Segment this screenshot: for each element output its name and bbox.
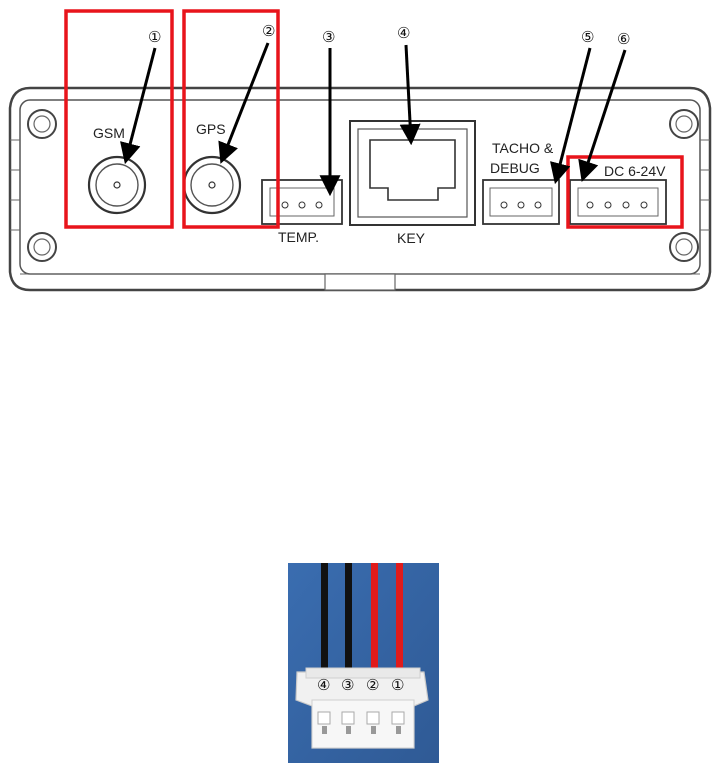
key-rj45-port — [350, 121, 475, 225]
callout-1: ① — [148, 28, 161, 46]
pin-label-3: ③ — [341, 676, 354, 694]
wire-pin-1 — [396, 563, 403, 675]
screw-bottom-left — [28, 233, 56, 261]
gps-antenna-port — [184, 157, 240, 213]
label-gsm: GSM — [93, 125, 125, 141]
tacho-debug-connector — [483, 180, 559, 224]
label-temp: TEMP. — [278, 229, 319, 245]
label-dc: DC 6-24V — [604, 163, 666, 179]
device-front-panel: GSM GPS TEMP. KEY TACHO & DEBUG DC 6-24V — [10, 88, 710, 290]
panel-bottom-slot — [325, 274, 395, 290]
wire-pin-2 — [371, 563, 378, 675]
pin-label-4: ④ — [317, 676, 330, 694]
label-gps: GPS — [196, 121, 226, 137]
wire-pin-4 — [321, 563, 328, 675]
connector-photo: ④ ③ ② ① — [288, 563, 439, 763]
callout-6: ⑥ — [617, 30, 630, 48]
screw-top-left — [28, 110, 56, 138]
callout-4: ④ — [397, 24, 410, 42]
label-tacho-line1: TACHO & — [492, 140, 554, 156]
gsm-antenna-port — [89, 157, 145, 213]
callout-3: ③ — [322, 28, 335, 46]
pin-label-2: ② — [366, 676, 379, 694]
connector-housing — [296, 668, 428, 748]
dc-power-connector — [570, 180, 666, 224]
callout-2: ② — [262, 22, 275, 40]
label-tacho-line2: DEBUG — [490, 160, 540, 176]
pin-label-1: ① — [391, 676, 404, 694]
callout-5: ⑤ — [581, 28, 594, 46]
wire-pin-3 — [345, 563, 352, 675]
label-key: KEY — [397, 230, 426, 246]
screw-bottom-right — [670, 233, 698, 261]
screw-top-right — [670, 110, 698, 138]
